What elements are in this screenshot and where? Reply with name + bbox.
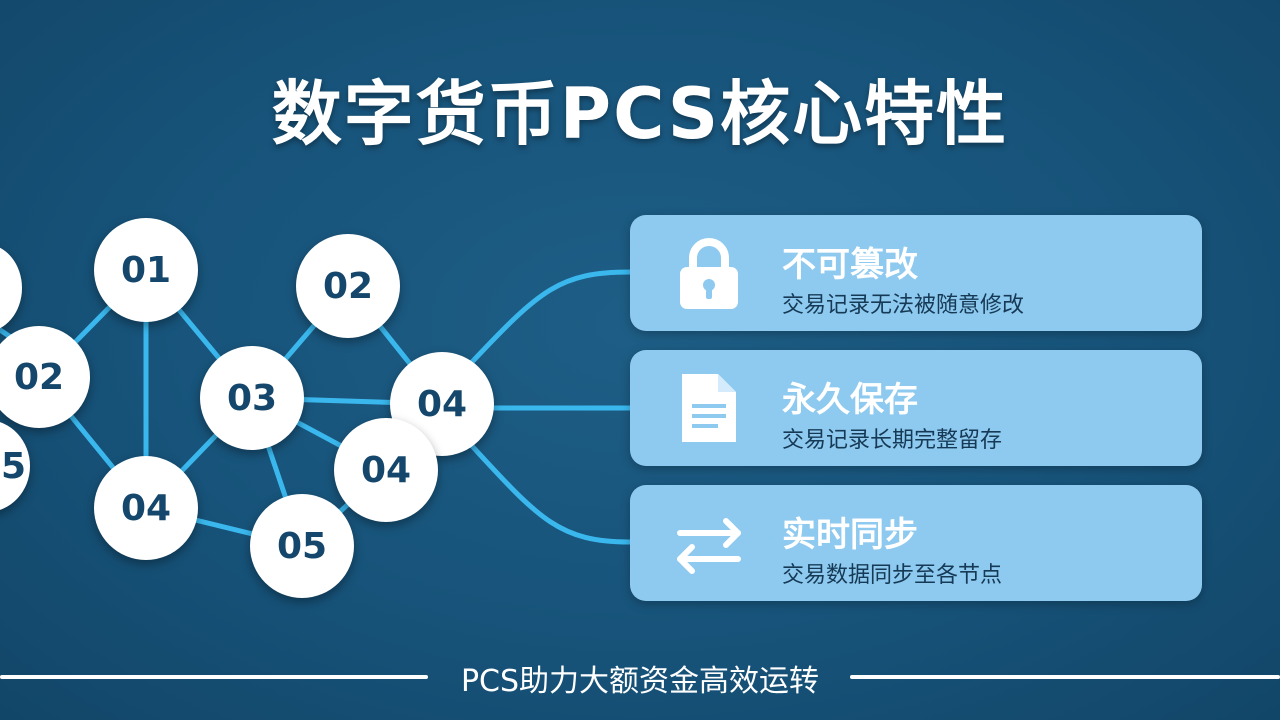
network-node: 05 <box>250 494 354 598</box>
node-label: 5 <box>0 445 26 487</box>
connector-bottom <box>469 443 633 545</box>
network-node: 03 <box>200 346 304 450</box>
swap-arrows-icon <box>677 518 741 574</box>
page-title: 数字货币PCS核心特性 <box>271 73 1009 155</box>
lock-icon <box>680 238 738 309</box>
footer-divider-right <box>850 675 1280 679</box>
network-node: 04 <box>334 418 438 522</box>
feature-card-permanent: 永久保存 交易记录长期完整留存 <box>630 350 1202 466</box>
feature-title: 永久保存 <box>782 380 918 420</box>
feature-description: 交易记录无法被随意修改 <box>782 293 1025 318</box>
network-node: 01 <box>94 218 198 322</box>
document-icon <box>682 374 736 442</box>
network-node: 02 <box>296 234 400 338</box>
connector-top <box>469 269 633 365</box>
network-node <box>0 244 22 332</box>
node-label: 05 <box>276 525 328 567</box>
node-label: 02 <box>13 356 65 398</box>
feature-card-realtime-sync: 实时同步 交易数据同步至各节点 <box>630 485 1202 601</box>
node-label: 04 <box>416 383 468 425</box>
node-label: 04 <box>360 449 412 491</box>
node-label: 02 <box>322 265 374 307</box>
feature-title: 实时同步 <box>782 515 918 555</box>
feature-title: 不可篡改 <box>782 245 918 285</box>
footer-tagline: PCS助力大额资金高效运转 <box>460 664 820 699</box>
node-label: 01 <box>120 249 172 291</box>
feature-description: 交易记录长期完整留存 <box>782 428 1003 453</box>
node-label: 04 <box>120 487 172 529</box>
feature-description: 交易数据同步至各节点 <box>782 563 1003 588</box>
feature-card-immutable: 不可篡改 交易记录无法被随意修改 <box>630 215 1202 331</box>
footer-divider-left <box>0 675 428 679</box>
node-label: 03 <box>226 377 278 419</box>
network-node: 04 <box>94 456 198 560</box>
network-node: 02 <box>0 326 90 428</box>
